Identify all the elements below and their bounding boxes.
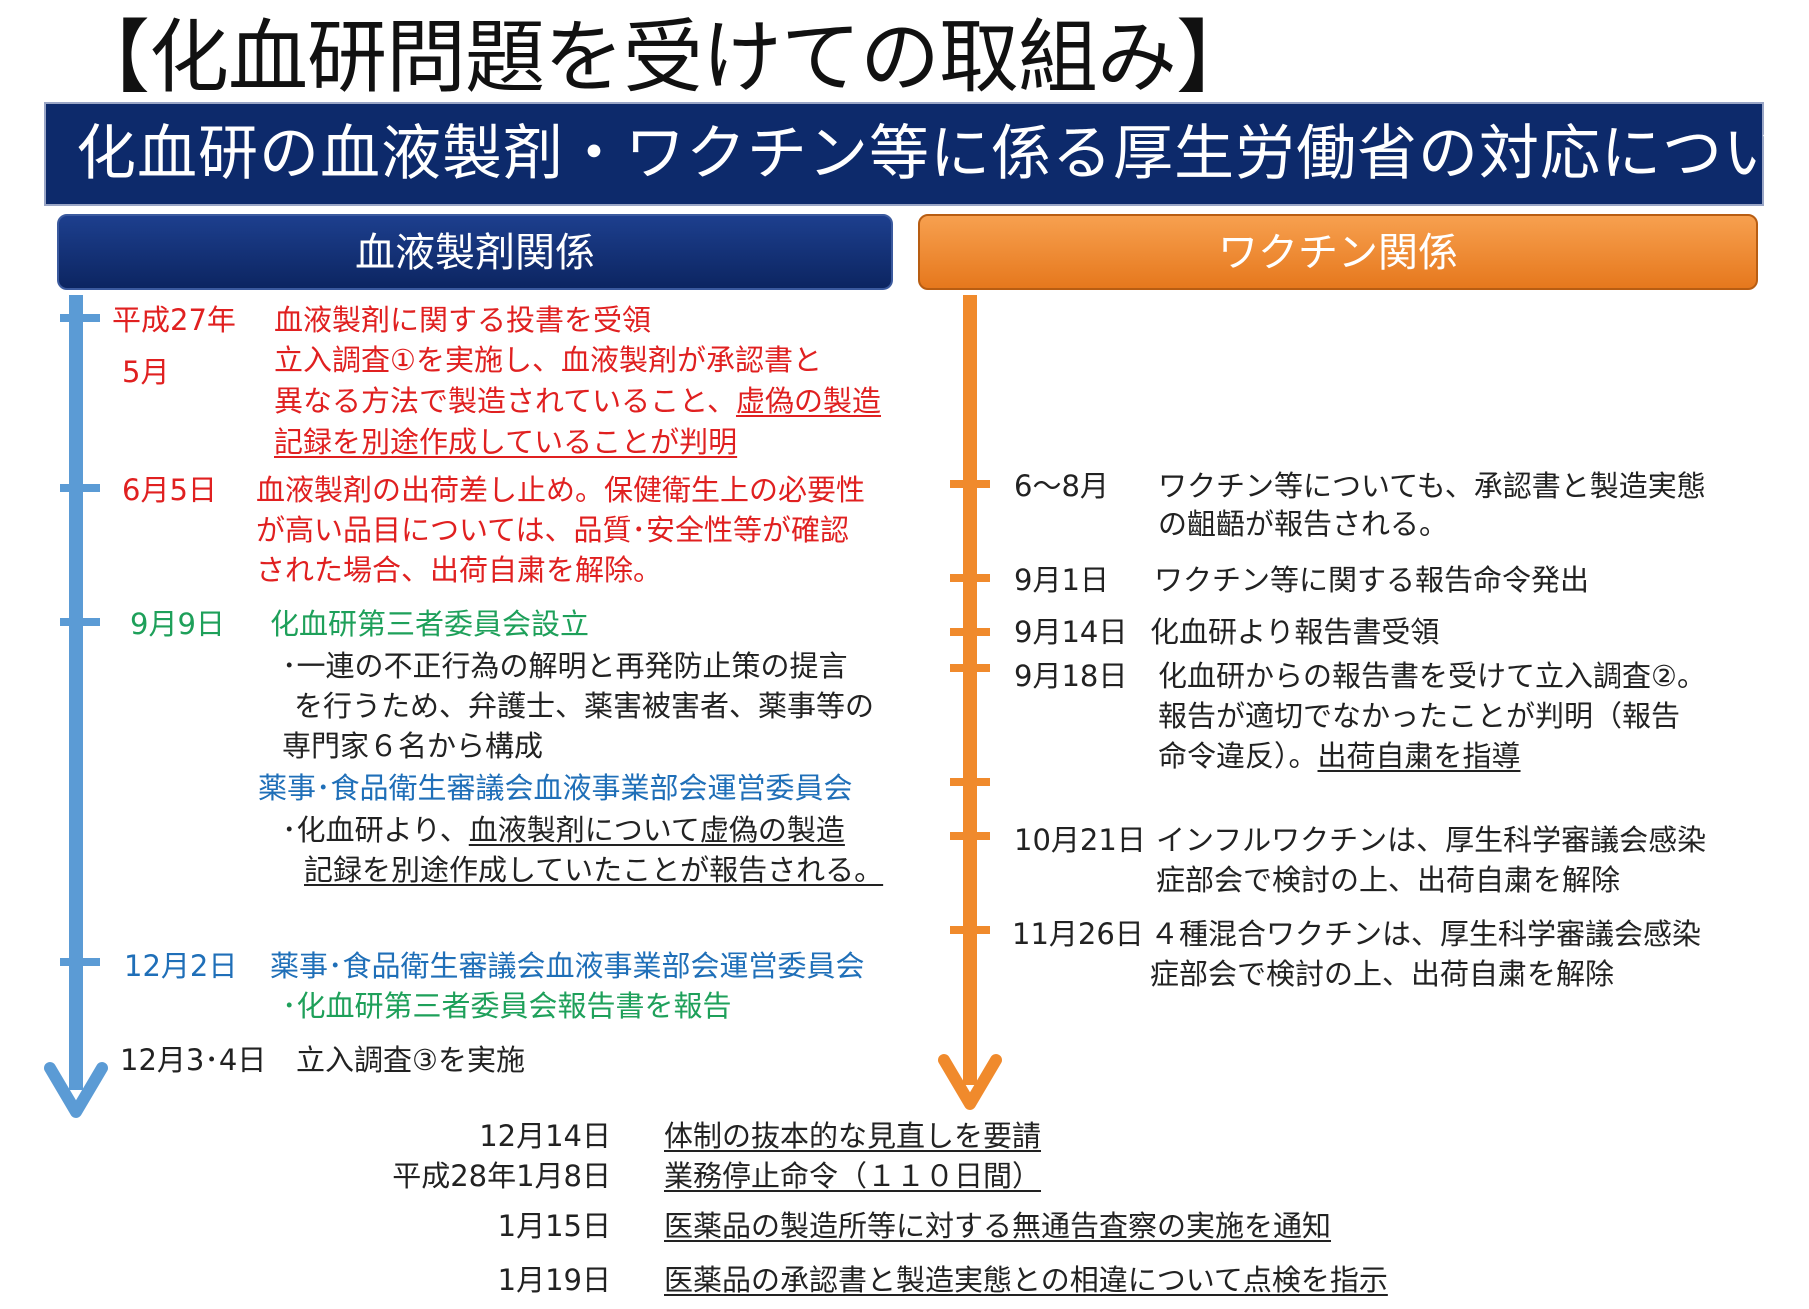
blood-e3-line2: ･一連の不正行為の解明と再発防止策の提言 <box>282 649 848 683</box>
blood-e1-date1: 平成27年 <box>112 303 236 337</box>
bottom-text-4: 医薬品の承認書と製造実態との相違について点検を指示 <box>664 1263 1388 1297</box>
blood-e1-date2: 5月 <box>122 355 170 389</box>
vaccine-e5-line1: インフルワクチンは、厚生科学審議会感染 <box>1156 823 1707 857</box>
vaccine-e4-line3b: 出荷自粛を指導 <box>1317 739 1521 773</box>
vaccine-e5-date: 10月21日 <box>1014 823 1146 857</box>
blood-e4-date: 12月2日 <box>124 949 238 983</box>
page-title: 【化血研問題を受けての取組み】 <box>70 11 1256 104</box>
vaccine-e4-line3a: 命令違反）。 <box>1158 739 1318 773</box>
vaccine-e6-line2: 症部会で検討の上、出荷自粛を解除 <box>1150 957 1615 991</box>
blood-e2-line2: が高い品目については、品質･安全性等が確認 <box>256 513 850 547</box>
vaccine-e6-line1: ４種混合ワクチンは、厚生科学審議会感染 <box>1150 917 1702 951</box>
vaccine-e5-line2: 症部会で検討の上、出荷自粛を解除 <box>1156 863 1621 897</box>
bottom-date-4: 1月19日 <box>497 1263 611 1297</box>
vaccine-e1-line2: の齟齬が報告される。 <box>1158 507 1449 541</box>
bottom-date-3: 1月15日 <box>497 1209 611 1243</box>
blood-e1-line3: 異なる方法で製造されていること、虚偽の製造 <box>274 381 881 421</box>
header-vaccine: ワクチン関係 <box>918 214 1758 290</box>
blood-e3-line6: ･化血研より、血液製剤について虚偽の製造 <box>282 810 845 850</box>
vaccine-e4-line2: 報告が適切でなかったことが判明（報告 <box>1158 699 1681 733</box>
bottom-text-1: 体制の抜本的な見直しを要請 <box>664 1119 1042 1153</box>
banner-text: 化血研の血液製剤・ワクチン等に係る厚生労働省の対応について <box>76 119 1809 189</box>
blood-e4-line1: 薬事･食品衛生審議会血液事業部会運営委員会 <box>270 949 865 983</box>
bottom-text-2: 業務停止命令（１１０日間） <box>664 1159 1042 1193</box>
vaccine-e1-line1: ワクチン等についても、承認書と製造実態 <box>1158 469 1706 503</box>
blood-e3-line6b: 血液製剤について虚偽の製造 <box>468 813 845 847</box>
header-blood: 血液製剤関係 <box>57 214 893 290</box>
vaccine-e4-date: 9月18日 <box>1014 659 1128 693</box>
blood-e1-line4: 記録を別途作成していることが判明 <box>274 425 738 459</box>
vaccine-e2-line1: ワクチン等に関する報告命令発出 <box>1154 563 1590 597</box>
blood-e3-date: 9月9日 <box>130 607 225 641</box>
vaccine-e3-date: 9月14日 <box>1014 615 1128 649</box>
banner: 化血研の血液製剤・ワクチン等に係る厚生労働省の対応について <box>44 102 1809 206</box>
vaccine-e1-date: 6～8月 <box>1014 469 1109 503</box>
blood-e3-line5: 薬事･食品衛生審議会血液事業部会運営委員会 <box>258 771 853 805</box>
blood-e5-date: 12月3･4日 <box>120 1043 267 1077</box>
vaccine-e2-date: 9月1日 <box>1014 563 1109 597</box>
vaccine-timeline-arrow <box>938 295 1002 1110</box>
bottom-text-3: 医薬品の製造所等に対する無通告査察の実施を通知 <box>664 1209 1332 1243</box>
blood-e3-line4: 専門家６名から構成 <box>282 729 544 763</box>
blood-e1-line3a: 異なる方法で製造されていること、 <box>274 384 736 418</box>
blood-e4-line2: ･化血研第三者委員会報告書を報告 <box>282 989 732 1023</box>
bottom-date-1: 12月14日 <box>479 1119 611 1153</box>
vaccine-e4-line3: 命令違反）。出荷自粛を指導 <box>1158 736 1521 776</box>
blood-e3-line6a: ･化血研より、 <box>282 813 469 847</box>
blood-e1-line2: 立入調査①を実施し、血液製剤が承認書と <box>274 343 822 377</box>
blood-timeline-arrow <box>44 295 108 1118</box>
blood-e1-line1: 血液製剤に関する投書を受領 <box>274 303 652 337</box>
blood-e2-line1: 血液製剤の出荷差し止め。保健衛生上の必要性 <box>256 473 866 507</box>
blood-e3-line3: を行うため、弁護士、薬害被害者、薬事等の <box>294 689 875 723</box>
vaccine-e6-date: 11月26日 <box>1012 917 1144 951</box>
blood-e5-line1: 立入調査③を実施 <box>296 1043 525 1077</box>
blood-e3-line7: 記録を別途作成していたことが報告される。 <box>304 853 884 887</box>
vaccine-e3-line1: 化血研より報告書受領 <box>1150 615 1440 649</box>
blood-e2-date: 6月5日 <box>122 473 217 507</box>
blood-e2-line3: された場合、出荷自粛を解除。 <box>256 553 663 587</box>
blood-e1-line3b: 虚偽の製造 <box>735 384 881 418</box>
vaccine-e4-line1: 化血研からの報告書を受けて立入調査②。 <box>1158 659 1706 693</box>
blood-e3-line1: 化血研第三者委員会設立 <box>270 607 590 641</box>
bottom-date-2: 平成28年1月8日 <box>392 1159 611 1193</box>
